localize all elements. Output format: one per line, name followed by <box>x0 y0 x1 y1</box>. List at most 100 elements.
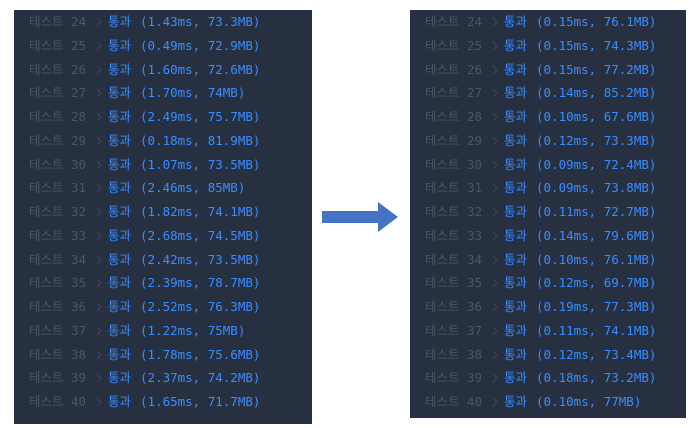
pass-status: 통과 <box>108 394 132 409</box>
result-metrics: (2.46ms, 85MB) <box>140 180 246 196</box>
chevron-right-icon <box>490 202 504 222</box>
result-metrics: (0.11ms, 74.1MB) <box>536 322 657 338</box>
result-metrics: (2.37ms, 74.2MB) <box>140 370 261 386</box>
result-metrics: (0.18ms, 81.9MB) <box>140 132 261 148</box>
test-label: 테스트 31 <box>29 180 87 196</box>
result-metrics: (1.60ms, 72.6MB) <box>140 61 261 77</box>
test-label: 테스트 40 <box>29 394 87 409</box>
test-label: 테스트 26 <box>425 61 483 77</box>
result-metrics: (0.15ms, 76.1MB) <box>536 14 657 29</box>
result-metrics: (1.65ms, 71.7MB) <box>140 394 261 409</box>
pass-status: 통과 <box>504 346 528 362</box>
pass-status: 통과 <box>108 14 132 29</box>
result-row: 테스트 40 통과 (1.65ms, 71.7MB) <box>29 392 260 412</box>
chevron-right-icon <box>94 107 108 127</box>
chevron-right-icon <box>94 155 108 175</box>
pass-status: 통과 <box>108 180 132 196</box>
pass-status: 통과 <box>504 37 528 53</box>
pass-status: 통과 <box>504 322 528 338</box>
result-metrics: (2.49ms, 75.7MB) <box>140 109 261 124</box>
pass-status: 통과 <box>108 251 132 267</box>
test-label: 테스트 40 <box>425 394 483 409</box>
pass-status: 통과 <box>108 322 132 338</box>
chevron-right-icon <box>490 178 504 198</box>
pass-status: 통과 <box>108 204 132 219</box>
result-row: 테스트 31 통과 (2.46ms, 85MB) <box>29 178 245 198</box>
chevron-right-icon <box>490 60 504 80</box>
test-label: 테스트 27 <box>425 85 483 101</box>
chevron-right-icon <box>94 202 108 222</box>
chevron-right-icon <box>94 12 108 32</box>
chevron-right-icon <box>490 345 504 365</box>
pass-status: 통과 <box>504 227 528 243</box>
pass-status: 통과 <box>108 227 132 243</box>
result-metrics: (2.52ms, 76.3MB) <box>140 299 261 314</box>
chevron-right-icon <box>94 178 108 198</box>
test-label: 테스트 24 <box>29 14 87 29</box>
result-metrics: (0.09ms, 72.4MB) <box>536 156 657 172</box>
chevron-right-icon <box>94 345 108 365</box>
result-metrics: (1.82ms, 74.1MB) <box>140 204 261 219</box>
test-label: 테스트 38 <box>29 346 87 362</box>
pass-status: 통과 <box>108 61 132 77</box>
result-row: 테스트 24 통과 (0.15ms, 76.1MB) <box>425 12 656 32</box>
result-metrics: (0.10ms, 76.1MB) <box>536 251 657 267</box>
test-label: 테스트 30 <box>29 156 87 172</box>
result-metrics: (1.70ms, 74MB) <box>140 85 246 101</box>
result-metrics: (1.07ms, 73.5MB) <box>140 156 261 172</box>
test-label: 테스트 32 <box>425 204 483 219</box>
chevron-right-icon <box>490 226 504 246</box>
result-metrics: (0.12ms, 73.3MB) <box>536 132 657 148</box>
pass-status: 통과 <box>504 109 528 124</box>
chevron-right-icon <box>94 83 108 103</box>
chevron-right-icon <box>490 83 504 103</box>
pass-status: 통과 <box>108 132 132 148</box>
result-metrics: (2.42ms, 73.5MB) <box>140 251 261 267</box>
pass-status: 통과 <box>504 156 528 172</box>
pass-status: 통과 <box>504 299 528 314</box>
pass-status: 통과 <box>504 14 528 29</box>
pass-status: 통과 <box>504 251 528 267</box>
test-label: 테스트 28 <box>425 109 483 124</box>
test-label: 테스트 39 <box>29 370 87 386</box>
result-metrics: (0.14ms, 85.2MB) <box>536 85 657 101</box>
test-label: 테스트 27 <box>29 85 87 101</box>
result-metrics: (0.10ms, 77MB) <box>536 394 642 409</box>
result-metrics: (0.49ms, 72.9MB) <box>140 37 261 53</box>
result-metrics: (0.15ms, 74.3MB) <box>536 37 657 53</box>
result-metrics: (1.22ms, 75MB) <box>140 322 246 338</box>
result-metrics: (0.18ms, 73.2MB) <box>536 370 657 386</box>
test-label: 테스트 36 <box>29 299 87 314</box>
chevron-right-icon <box>490 107 504 127</box>
test-label: 테스트 31 <box>425 180 483 196</box>
test-label: 테스트 24 <box>425 14 483 29</box>
result-metrics: (2.39ms, 78.7MB) <box>140 275 261 291</box>
pass-status: 통과 <box>108 299 132 314</box>
result-metrics: (0.12ms, 73.4MB) <box>536 346 657 362</box>
test-label: 테스트 37 <box>29 322 87 338</box>
chevron-right-icon <box>94 368 108 388</box>
test-label: 테스트 32 <box>29 204 87 219</box>
result-row: 테스트 37 통과 (1.22ms, 75MB) <box>29 321 245 341</box>
test-label: 테스트 26 <box>29 61 87 77</box>
chevron-right-icon <box>94 60 108 80</box>
pass-status: 통과 <box>504 275 528 291</box>
test-label: 테스트 36 <box>425 299 483 314</box>
chevron-right-icon <box>490 273 504 293</box>
chevron-right-icon <box>94 226 108 246</box>
result-metrics: (2.68ms, 74.5MB) <box>140 227 261 243</box>
